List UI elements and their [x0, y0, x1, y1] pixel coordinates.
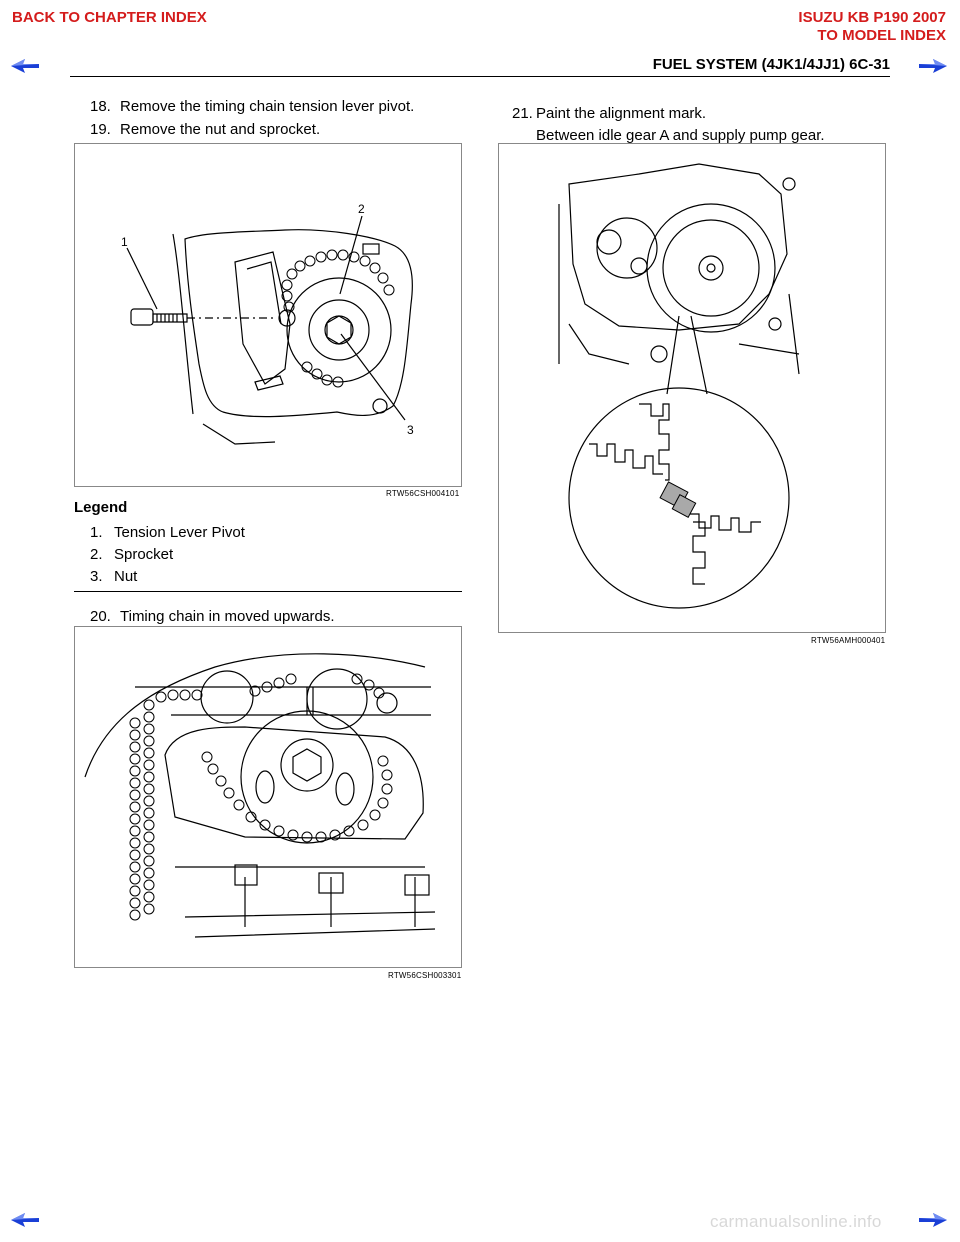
legend-text: Nut [114, 568, 138, 585]
step-text: Paint the alignment mark. [536, 105, 707, 122]
figure-timing-chain-upwards [74, 626, 462, 968]
previous-page-arrow-icon[interactable] [10, 1212, 40, 1228]
legend-item: 1. Tension Lever Pivot [90, 524, 245, 541]
figure-tension-lever-pivot: 1 2 3 [74, 143, 462, 487]
callout-2: 2 [358, 202, 365, 216]
step-20: 20. Timing chain in moved upwards. [90, 607, 335, 627]
step-text: Remove the nut and sprocket. [120, 121, 321, 138]
legend-num: 1. [90, 524, 103, 541]
back-to-chapter-index-link[interactable]: BACK TO CHAPTER INDEX [12, 9, 207, 26]
figure-code: RTW56CSH003301 [388, 971, 462, 980]
legend-item: 2. Sprocket [90, 546, 173, 563]
legend-item: 3. Nut [90, 568, 137, 585]
step-text: Timing chain in moved upwards. [120, 608, 335, 625]
next-page-arrow-icon[interactable] [918, 1212, 948, 1228]
page-header-title: FUEL SYSTEM (4JK1/4JJ1) 6C-31 [652, 56, 890, 73]
legend-num: 2. [90, 546, 103, 563]
next-page-arrow-icon[interactable] [918, 58, 948, 74]
legend-text: Sprocket [114, 546, 174, 563]
legend-text: Tension Lever Pivot [114, 524, 245, 541]
step-21-detail: Between idle gear A and supply pump gear… [536, 127, 825, 144]
model-title-link[interactable]: ISUZU KB P190 2007 [798, 9, 946, 26]
figure-alignment-mark [498, 143, 886, 633]
step-21: 21.Paint the alignment mark. [512, 104, 706, 124]
step-number: 21. [512, 105, 533, 122]
to-model-index-link[interactable]: TO MODEL INDEX [817, 27, 946, 44]
legend-title: Legend [74, 499, 128, 516]
figure-code: RTW56CSH004101 [386, 489, 460, 498]
figure-code: RTW56AMH000401 [811, 636, 886, 645]
engine-sprocket-illustration: 1 2 3 [121, 202, 414, 445]
alignment-mark-illustration [558, 163, 800, 609]
step-number: 20. [90, 608, 111, 625]
header-rule [70, 76, 890, 77]
step-18: 18. Remove the timing chain tension lever… [90, 97, 414, 117]
legend-rule [74, 591, 462, 592]
callout-1: 1 [121, 235, 128, 249]
step-number: 19. [90, 121, 111, 138]
step-text: Remove the timing chain tension lever pi… [120, 98, 415, 115]
step-number: 18. [90, 98, 111, 115]
timing-chain-illustration [84, 653, 436, 938]
previous-page-arrow-icon[interactable] [10, 58, 40, 74]
watermark-text: carmanualsonline.info [710, 1212, 882, 1231]
legend-num: 3. [90, 568, 103, 585]
callout-3: 3 [407, 423, 414, 437]
step-19: 19. Remove the nut and sprocket. [90, 120, 320, 140]
model-index-block: ISUZU KB P190 2007 TO MODEL INDEX [798, 9, 946, 45]
